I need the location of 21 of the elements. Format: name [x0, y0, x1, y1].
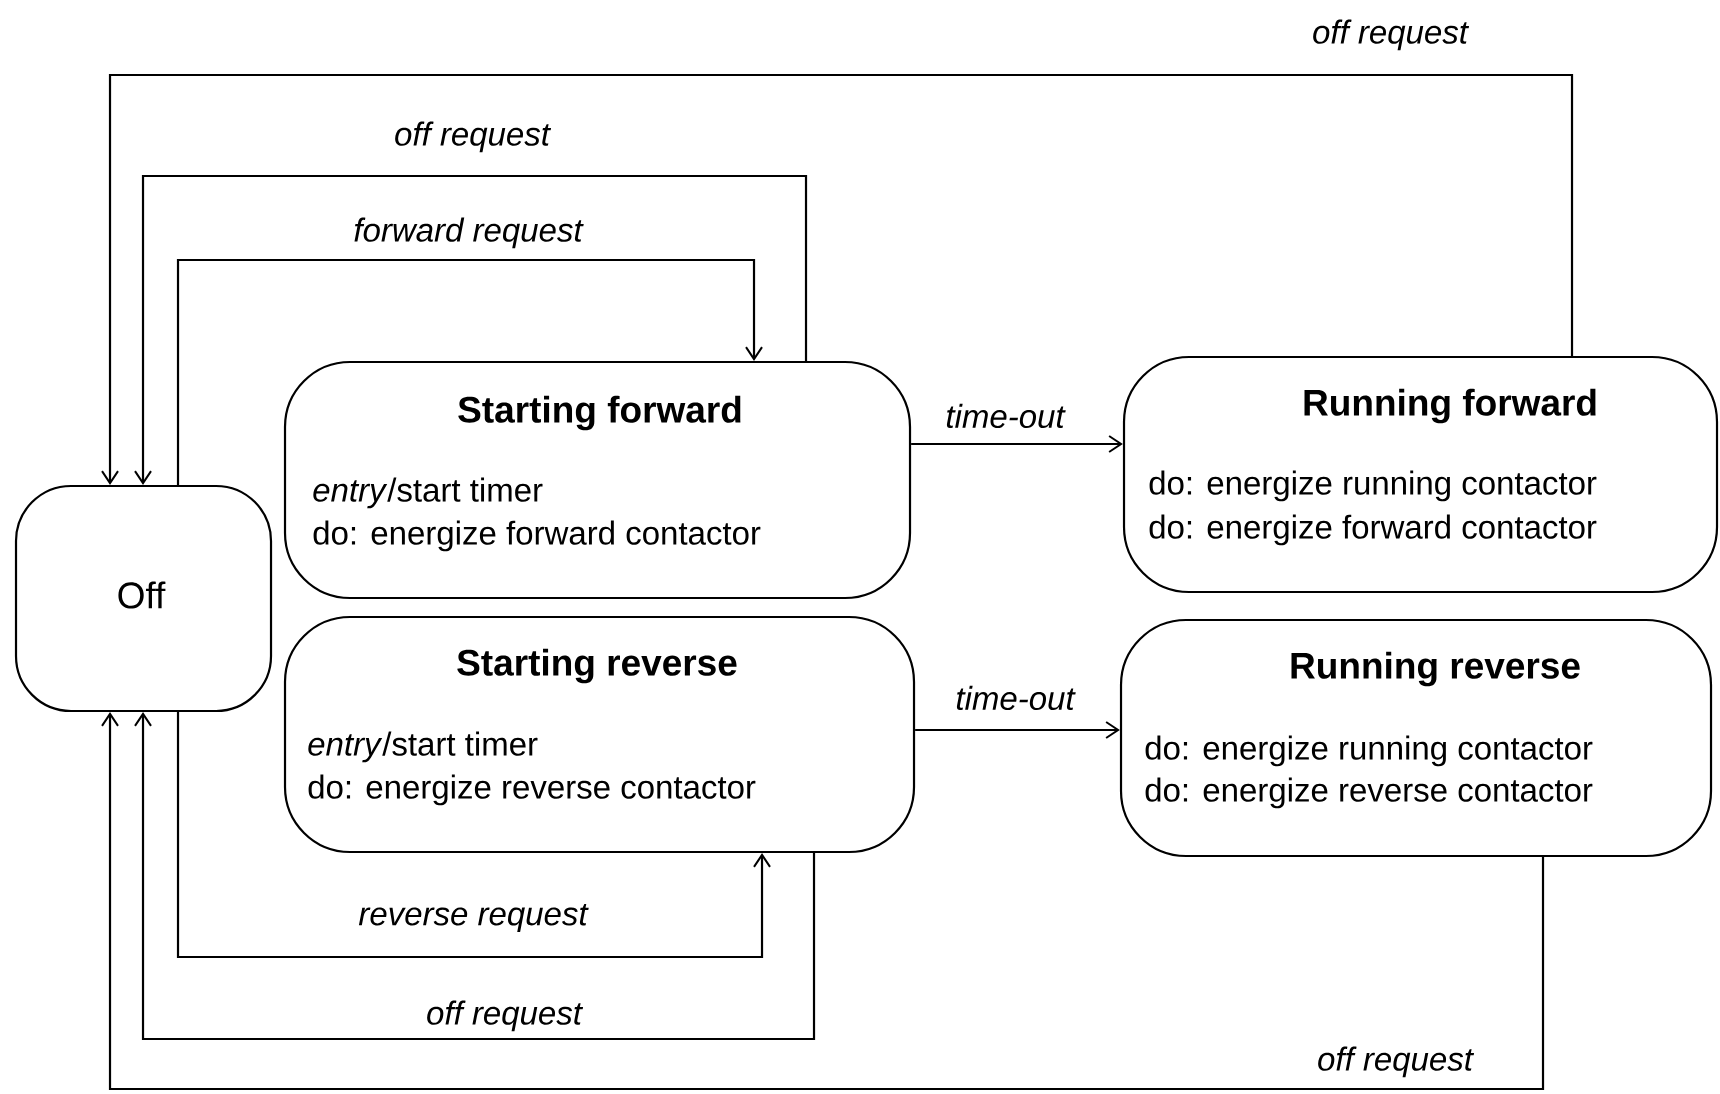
arrow	[101, 712, 1545, 1091]
state-box: Off	[14, 484, 273, 713]
state-box: Running forward do: energize running contactor do: energize forward contactor	[1122, 355, 1719, 594]
edge-label: off request	[1310, 17, 1470, 53]
edge-label: time-out	[953, 683, 1077, 713]
arrow	[176, 258, 763, 485]
arrow	[101, 73, 1574, 485]
edge-label: forward request	[351, 215, 585, 251]
edge-label: reverse request	[356, 901, 590, 935]
state-box: Running reverse do: energize running contactor do: energize reverse contactor	[1119, 618, 1713, 858]
edge-label: off request	[392, 119, 552, 155]
state-box: Starting forward entry/start timer do: energize forward contactor	[283, 360, 912, 600]
state-box: Starting reverse entry/start timer do: energize reverse contactor	[283, 615, 916, 854]
arrow	[134, 712, 816, 1041]
arrow	[915, 721, 1120, 739]
arrow	[134, 174, 808, 485]
arrow	[911, 435, 1123, 453]
edge-label: time-out	[943, 401, 1067, 431]
arrow	[176, 712, 771, 959]
edge-label: off request	[424, 998, 584, 1034]
edge-label: off request	[1315, 1044, 1475, 1080]
